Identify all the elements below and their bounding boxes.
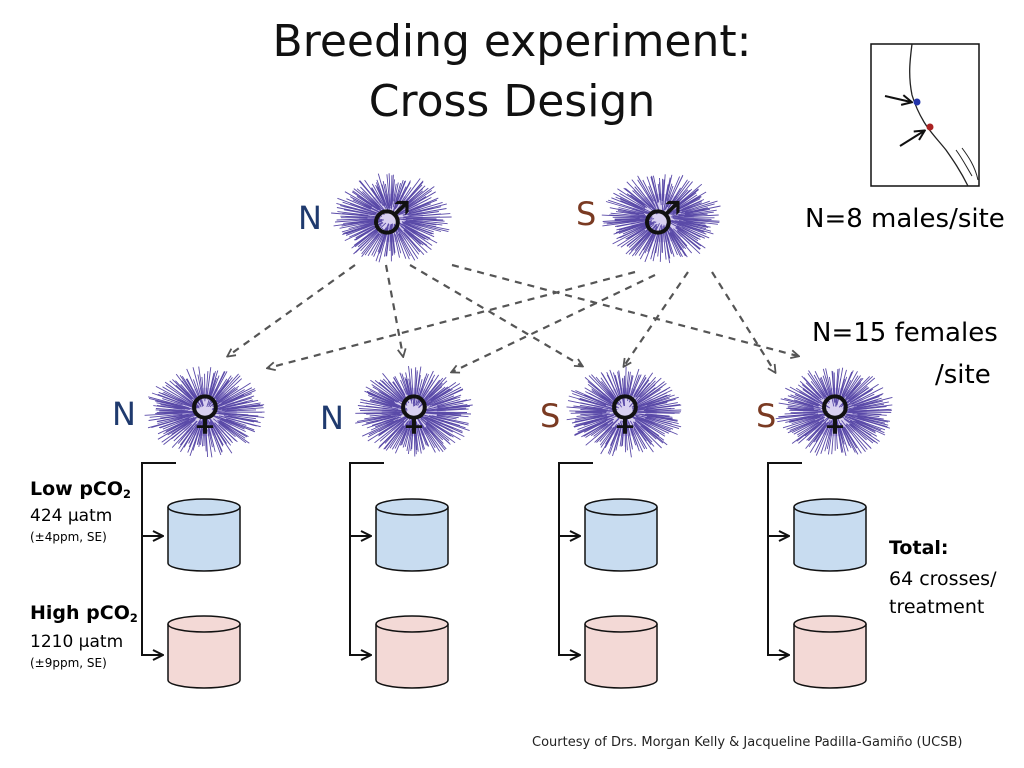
high-pco2-tank-2 xyxy=(375,615,449,689)
female-urchin-4-symbol: ♀ xyxy=(818,385,852,439)
female-site-label-4: S xyxy=(756,397,777,435)
male-urchin-south: ♂ xyxy=(601,174,721,264)
high-pco2-tank-3 xyxy=(584,615,658,689)
total-line2: treatment xyxy=(889,596,985,618)
male-site-label-S: S xyxy=(576,195,597,233)
male-urchin-south-symbol: ♂ xyxy=(641,191,682,245)
female-urchin-4: ♀ xyxy=(775,367,893,456)
cross-arrow-south-male-to-female-1 xyxy=(268,270,636,368)
map-arrow-north xyxy=(884,96,911,102)
cross-arrow-south-male-to-female-3 xyxy=(624,271,689,366)
female-site-label-2: N xyxy=(320,399,344,437)
high-pco2-tank-1 xyxy=(167,615,241,689)
treatment-group-4 xyxy=(767,462,867,689)
female-urchin-3: ♀ xyxy=(566,366,682,458)
male-urchin-north-symbol: ♂ xyxy=(370,191,411,245)
female-count-label-line1: N=15 females xyxy=(812,318,998,348)
south-site-marker xyxy=(926,123,934,131)
female-urchin-2: ♀ xyxy=(355,366,473,457)
low-pco2-se: (±4ppm, SE) xyxy=(30,530,107,544)
male-urchin-north-spines xyxy=(331,173,452,263)
male-urchin-south-spines xyxy=(601,174,721,264)
male-site-label-N: N xyxy=(298,199,322,237)
female-site-label-3: S xyxy=(540,397,561,435)
female-urchin-1-spines xyxy=(144,366,265,458)
treatment-group-3 xyxy=(558,462,658,689)
low-pco2-tank-1 xyxy=(167,498,241,572)
cross-arrow-north-male-to-female-2 xyxy=(384,264,403,356)
north-site-marker xyxy=(913,98,921,106)
site-map xyxy=(870,43,980,187)
female-urchin-4-spines xyxy=(775,367,893,456)
high-pco2-value: 1210 µatm xyxy=(30,632,124,652)
treatment-group-1 xyxy=(141,462,241,689)
cross-arrow-north-male-to-female-1 xyxy=(228,264,356,356)
female-site-label-1: N xyxy=(112,395,136,433)
cross-arrow-south-male-to-female-2 xyxy=(452,274,656,372)
credit-text: Courtesy of Drs. Morgan Kelly & Jacqueli… xyxy=(532,735,963,750)
map-arrow-south xyxy=(899,131,924,147)
low-pco2-tank-2 xyxy=(375,498,449,572)
cross-arrow-south-male-to-female-4 xyxy=(711,271,775,372)
cross-arrow-north-male-to-female-3 xyxy=(409,264,582,366)
male-urchin-north: ♂ xyxy=(331,173,452,263)
low-pco2-tank-4 xyxy=(793,498,867,572)
female-count-label-line2: /site xyxy=(935,360,991,390)
female-urchin-3-symbol: ♀ xyxy=(608,385,642,439)
female-urchin-2-spines xyxy=(355,366,473,457)
female-urchin-1: ♀ xyxy=(144,366,265,458)
female-urchin-1-symbol: ♀ xyxy=(188,385,222,439)
male-count-label: N=8 males/site xyxy=(805,204,1005,234)
high-pco2-se: (±9ppm, SE) xyxy=(30,656,107,670)
total-label: Total: xyxy=(889,537,949,559)
low-pco2-value: 424 µatm xyxy=(30,506,113,526)
female-urchin-2-symbol: ♀ xyxy=(397,385,431,439)
total-line1: 64 crosses/ xyxy=(889,568,997,590)
slide-title-line2: Cross Design xyxy=(368,76,656,127)
high-pco2-tank-4 xyxy=(793,615,867,689)
treatment-group-2 xyxy=(349,462,449,689)
female-urchin-3-spines xyxy=(566,366,682,458)
slide-title-line1: Breeding experiment: xyxy=(272,16,752,67)
low-pco2-tank-3 xyxy=(584,498,658,572)
low-pco2-label: Low pCO2 xyxy=(30,478,131,501)
cross-arrow-north-male-to-female-4 xyxy=(451,263,798,356)
high-pco2-label: High pCO2 xyxy=(30,602,138,625)
